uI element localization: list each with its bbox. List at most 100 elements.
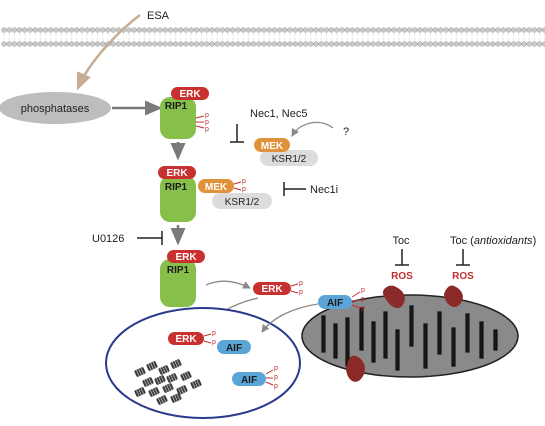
membrane-lipid (365, 41, 371, 47)
fragmented-chromatin (134, 359, 202, 405)
membrane-lipid (443, 41, 449, 47)
membrane-lipid (375, 27, 382, 33)
membrane-lipid (500, 41, 506, 47)
phospho-marks-2 (233, 181, 242, 191)
membrane-lipid (323, 41, 330, 47)
membrane-lipid (240, 41, 246, 47)
membrane-lipid (84, 41, 90, 47)
membrane-lipid (313, 41, 319, 47)
membrane-lipid (318, 41, 324, 47)
membrane-lipid (152, 27, 158, 33)
membrane-lipid (245, 27, 252, 33)
membrane-lipid (536, 41, 543, 47)
membrane-lipid (27, 27, 33, 33)
membrane-lipid (313, 27, 319, 33)
crista (437, 311, 442, 355)
membrane-lipid (370, 41, 376, 47)
membrane-lipid (458, 41, 465, 47)
membrane-lipid (360, 41, 366, 47)
chromatin-fragment (142, 377, 154, 387)
membrane-lipid (458, 27, 465, 33)
membrane-lipid (157, 27, 163, 33)
membrane-lipid (240, 27, 246, 33)
ksr-label-1: KSR1/2 (272, 154, 307, 165)
membrane-lipid (172, 27, 179, 33)
chromatin-fragment (176, 385, 188, 395)
erk-pill-1 (171, 87, 209, 100)
membrane-lipid (349, 41, 356, 47)
membrane-lipid (27, 41, 33, 47)
ros-blob-3 (346, 355, 365, 382)
rip1-label-1: RIP1 (165, 101, 188, 112)
membrane-lipid (261, 27, 267, 33)
phosphatases-node (0, 92, 111, 124)
erk-label-cyto: ERK (261, 284, 283, 295)
membrane-lipid (495, 27, 501, 33)
membrane-lipid (386, 27, 392, 33)
membrane-lipid (224, 41, 231, 47)
membrane-lipid (74, 41, 80, 47)
ksr-pill-2 (212, 193, 272, 209)
membrane-lipid (178, 41, 184, 47)
membrane-lipid (198, 41, 205, 47)
erk-label-2: ERK (166, 168, 188, 179)
membrane-lipid (526, 27, 532, 33)
membrane-lipid (245, 41, 252, 47)
membrane-lipid (406, 41, 413, 47)
rip1-complex-1 (160, 97, 196, 139)
chromatin-fragment (180, 371, 192, 381)
membrane-lipid (68, 41, 75, 47)
chromatin-fragment (134, 387, 146, 397)
membrane-lipid (89, 27, 96, 33)
membrane-lipid (250, 41, 257, 47)
membrane-lipid (334, 41, 340, 47)
ros-blob-2 (444, 285, 463, 307)
membrane-lipid (141, 27, 148, 33)
chromatin-fragment (170, 359, 182, 369)
membrane-lipid (531, 41, 538, 47)
membrane-lipid (297, 27, 304, 33)
membrane-lipid (193, 41, 200, 47)
membrane-lipid (396, 41, 402, 47)
membrane-lipid (474, 27, 480, 33)
question-arrow (291, 121, 334, 137)
membrane-lipid (256, 41, 262, 47)
membrane-lipid (271, 41, 278, 47)
phospho-p-1a: p (205, 112, 209, 119)
membrane-lipid (32, 41, 38, 47)
membrane-lipid (380, 27, 387, 33)
membrane-lipid (162, 27, 168, 33)
membrane-lipid (37, 27, 44, 33)
membrane-lipid (230, 41, 236, 47)
rip1-label-3: RIP1 (167, 265, 190, 276)
membrane-lipid (401, 41, 408, 47)
membrane-lipid (126, 41, 132, 47)
membrane-lipid (1, 27, 7, 33)
membrane-lipid (6, 41, 12, 47)
chromatin-fragment (148, 387, 160, 397)
chromatin-fragment (170, 393, 182, 403)
membrane-lipid (110, 41, 116, 47)
membrane-lipid (386, 41, 392, 47)
erk-pill-nuc (168, 332, 204, 345)
membrane-lipid (219, 41, 226, 47)
membrane-lipid (438, 41, 444, 47)
membrane-lipid (22, 27, 28, 33)
mek-pill-2 (198, 179, 234, 193)
membrane-lipid (531, 27, 538, 33)
membrane-lipid (287, 41, 293, 47)
phospho-marks-cyto (290, 283, 299, 294)
membrane-lipid (401, 27, 408, 33)
erk-label-nuc: ERK (175, 334, 197, 345)
membrane-lipid (505, 41, 512, 47)
phospho-p-aif-nuc-a: p (274, 365, 278, 372)
membrane-lipid (432, 27, 439, 33)
phospho-marks-aif-nuc (265, 369, 274, 386)
membrane-lipid (453, 27, 460, 33)
membrane-lipid (308, 27, 314, 33)
mek-pill-1 (254, 138, 290, 152)
phospho-p-2b: p (242, 186, 246, 193)
membrane-lipid (266, 27, 272, 33)
membrane-lipid (292, 27, 298, 33)
membrane-lipid (84, 27, 90, 33)
